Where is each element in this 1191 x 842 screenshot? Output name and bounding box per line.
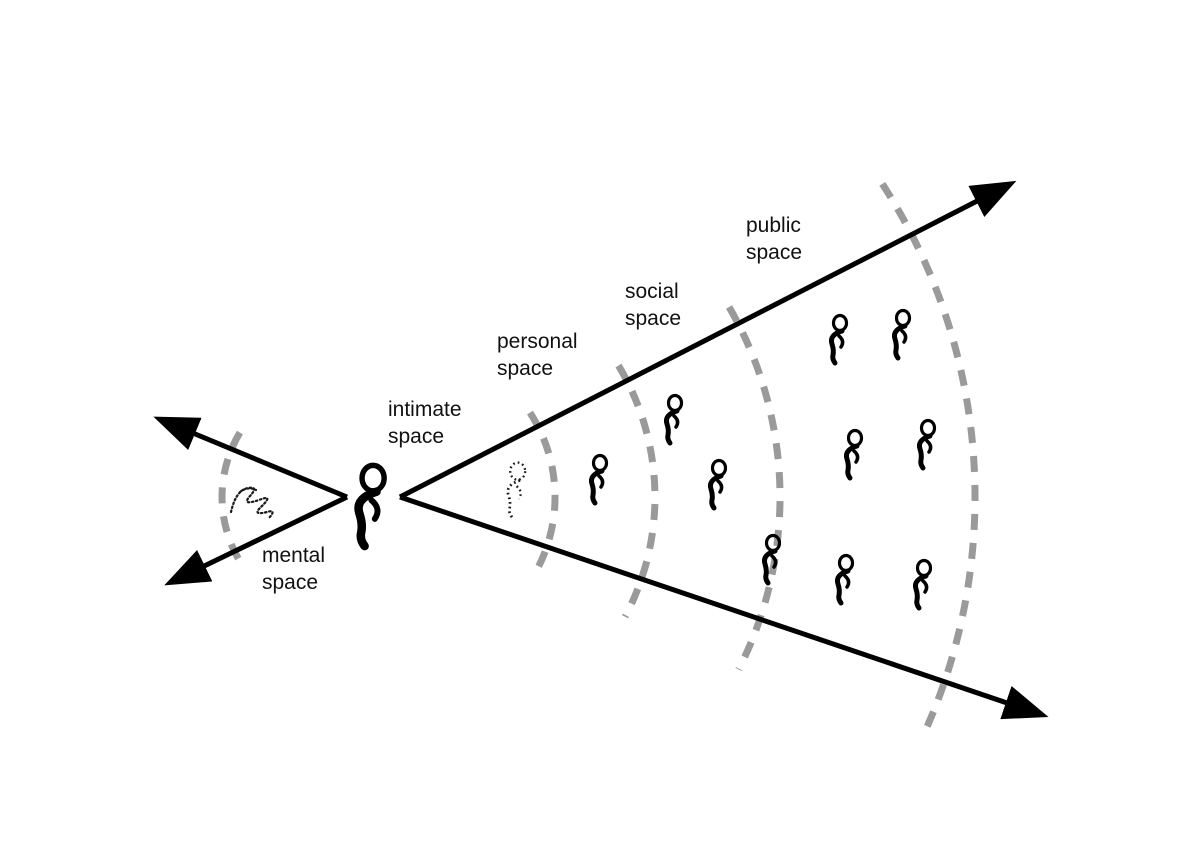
label-line: social <box>625 280 679 303</box>
person-icon <box>915 561 930 609</box>
label-line: space <box>746 241 803 264</box>
label-line: mental <box>262 544 326 567</box>
label-line: personal <box>497 330 578 353</box>
person-icon <box>710 461 725 509</box>
label-public-space: public space <box>746 212 802 266</box>
person-icon <box>846 431 861 479</box>
central-person-icon <box>359 465 385 546</box>
label-social-space: social space <box>625 278 681 332</box>
label-line: space <box>388 425 445 448</box>
label-mental-space: mental space <box>262 542 325 596</box>
arrow-upper-right <box>398 180 1017 500</box>
person-icon <box>591 456 606 504</box>
arc-public-boundary <box>879 181 979 728</box>
label-intimate-space: intimate space <box>388 396 462 450</box>
arrow-upper-left <box>153 416 348 500</box>
label-line: space <box>497 357 554 380</box>
mental-scribble-icon <box>229 486 274 520</box>
person-icon <box>919 421 934 469</box>
label-line: space <box>625 307 682 330</box>
intimate-person-dotted-icon <box>506 461 527 519</box>
person-icon <box>831 316 846 364</box>
arc-personal-boundary <box>615 363 659 619</box>
arrow-lower-left <box>164 494 349 586</box>
arrow-lower-right <box>399 494 1049 720</box>
person-icon <box>837 556 852 604</box>
label-line: intimate <box>388 398 462 421</box>
label-line: space <box>262 571 319 594</box>
label-line: public <box>746 214 801 237</box>
person-icon <box>894 311 909 359</box>
label-personal-space: personal space <box>497 328 578 382</box>
person-icon <box>666 396 681 444</box>
